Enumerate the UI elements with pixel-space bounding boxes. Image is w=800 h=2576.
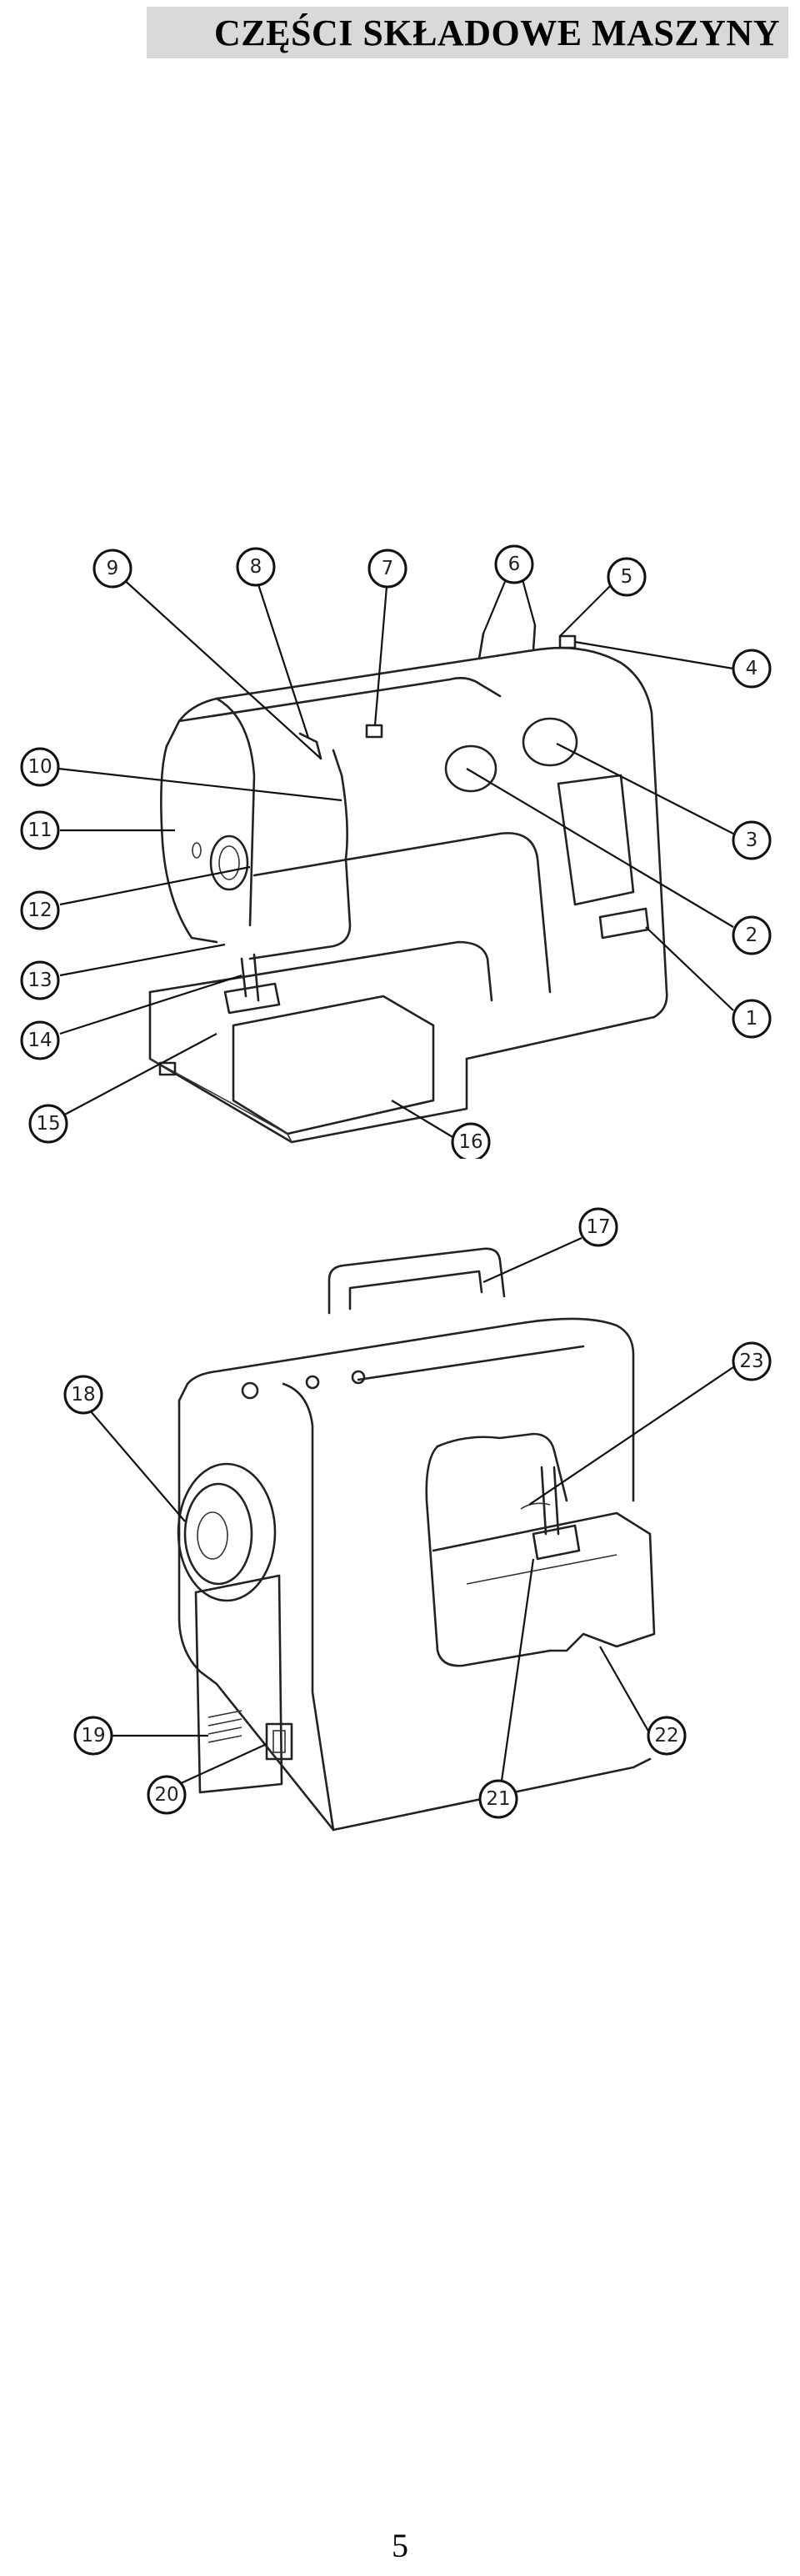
svg-text:16: 16 <box>458 1131 482 1153</box>
svg-text:3: 3 <box>746 829 758 851</box>
svg-text:19: 19 <box>81 1725 105 1747</box>
page-title-bar: CZĘŚCI SKŁADOWE MASZYNY <box>147 7 788 58</box>
svg-text:11: 11 <box>28 819 52 841</box>
callout-16: 16 <box>451 1122 491 1159</box>
svg-text:13: 13 <box>28 970 52 991</box>
callout-6: 6 <box>494 544 534 584</box>
svg-text:7: 7 <box>382 558 394 579</box>
page-number: 5 <box>392 2527 408 2564</box>
back-callout-leaders <box>89 1236 734 1793</box>
svg-text:12: 12 <box>28 900 52 921</box>
callout-18: 18 <box>63 1375 103 1415</box>
svg-text:1: 1 <box>746 1008 758 1030</box>
svg-text:5: 5 <box>621 566 633 588</box>
callout-19: 19 <box>73 1716 113 1756</box>
callout-13: 13 <box>20 960 60 1000</box>
callout-4: 4 <box>732 649 772 689</box>
svg-text:23: 23 <box>739 1351 763 1372</box>
machine-back-body <box>177 1247 656 1832</box>
callout-20: 20 <box>147 1775 187 1815</box>
svg-text:6: 6 <box>508 554 521 575</box>
callout-14: 14 <box>20 1020 60 1060</box>
svg-text:17: 17 <box>586 1216 610 1238</box>
callout-8: 8 <box>236 547 276 587</box>
svg-text:4: 4 <box>746 658 758 679</box>
callout-11: 11 <box>20 810 60 850</box>
callout-21: 21 <box>478 1779 518 1819</box>
callout-17: 17 <box>578 1207 618 1247</box>
svg-text:20: 20 <box>154 1784 178 1806</box>
svg-text:22: 22 <box>654 1725 678 1747</box>
callout-10: 10 <box>20 747 60 787</box>
callout-22: 22 <box>647 1716 687 1756</box>
callout-5: 5 <box>607 557 647 597</box>
svg-text:9: 9 <box>107 558 119 579</box>
callout-9: 9 <box>92 549 132 589</box>
callout-1: 1 <box>732 999 772 1039</box>
svg-text:21: 21 <box>486 1788 510 1810</box>
svg-text:2: 2 <box>746 925 758 946</box>
callout-23: 23 <box>732 1341 772 1381</box>
callout-2: 2 <box>732 915 772 955</box>
callout-15: 15 <box>28 1104 68 1144</box>
page-title: CZĘŚCI SKŁADOWE MASZYNY <box>214 12 780 53</box>
svg-text:18: 18 <box>71 1384 95 1406</box>
svg-text:10: 10 <box>28 756 52 778</box>
machine-front-body <box>148 624 668 1144</box>
svg-text:14: 14 <box>28 1030 52 1051</box>
svg-text:8: 8 <box>250 556 262 578</box>
callout-3: 3 <box>732 820 772 860</box>
front-callout-leaders <box>58 573 734 1139</box>
callout-7: 7 <box>368 549 408 589</box>
svg-text:15: 15 <box>36 1113 60 1135</box>
sewing-machine-back-diagram: 17 18 19 20 21 22 23 <box>63 1207 772 1832</box>
sewing-machine-front-diagram: 1 2 3 4 5 6 7 8 9 10 11 12 13 14 15 16 <box>20 544 772 1159</box>
callout-12: 12 <box>20 890 60 930</box>
